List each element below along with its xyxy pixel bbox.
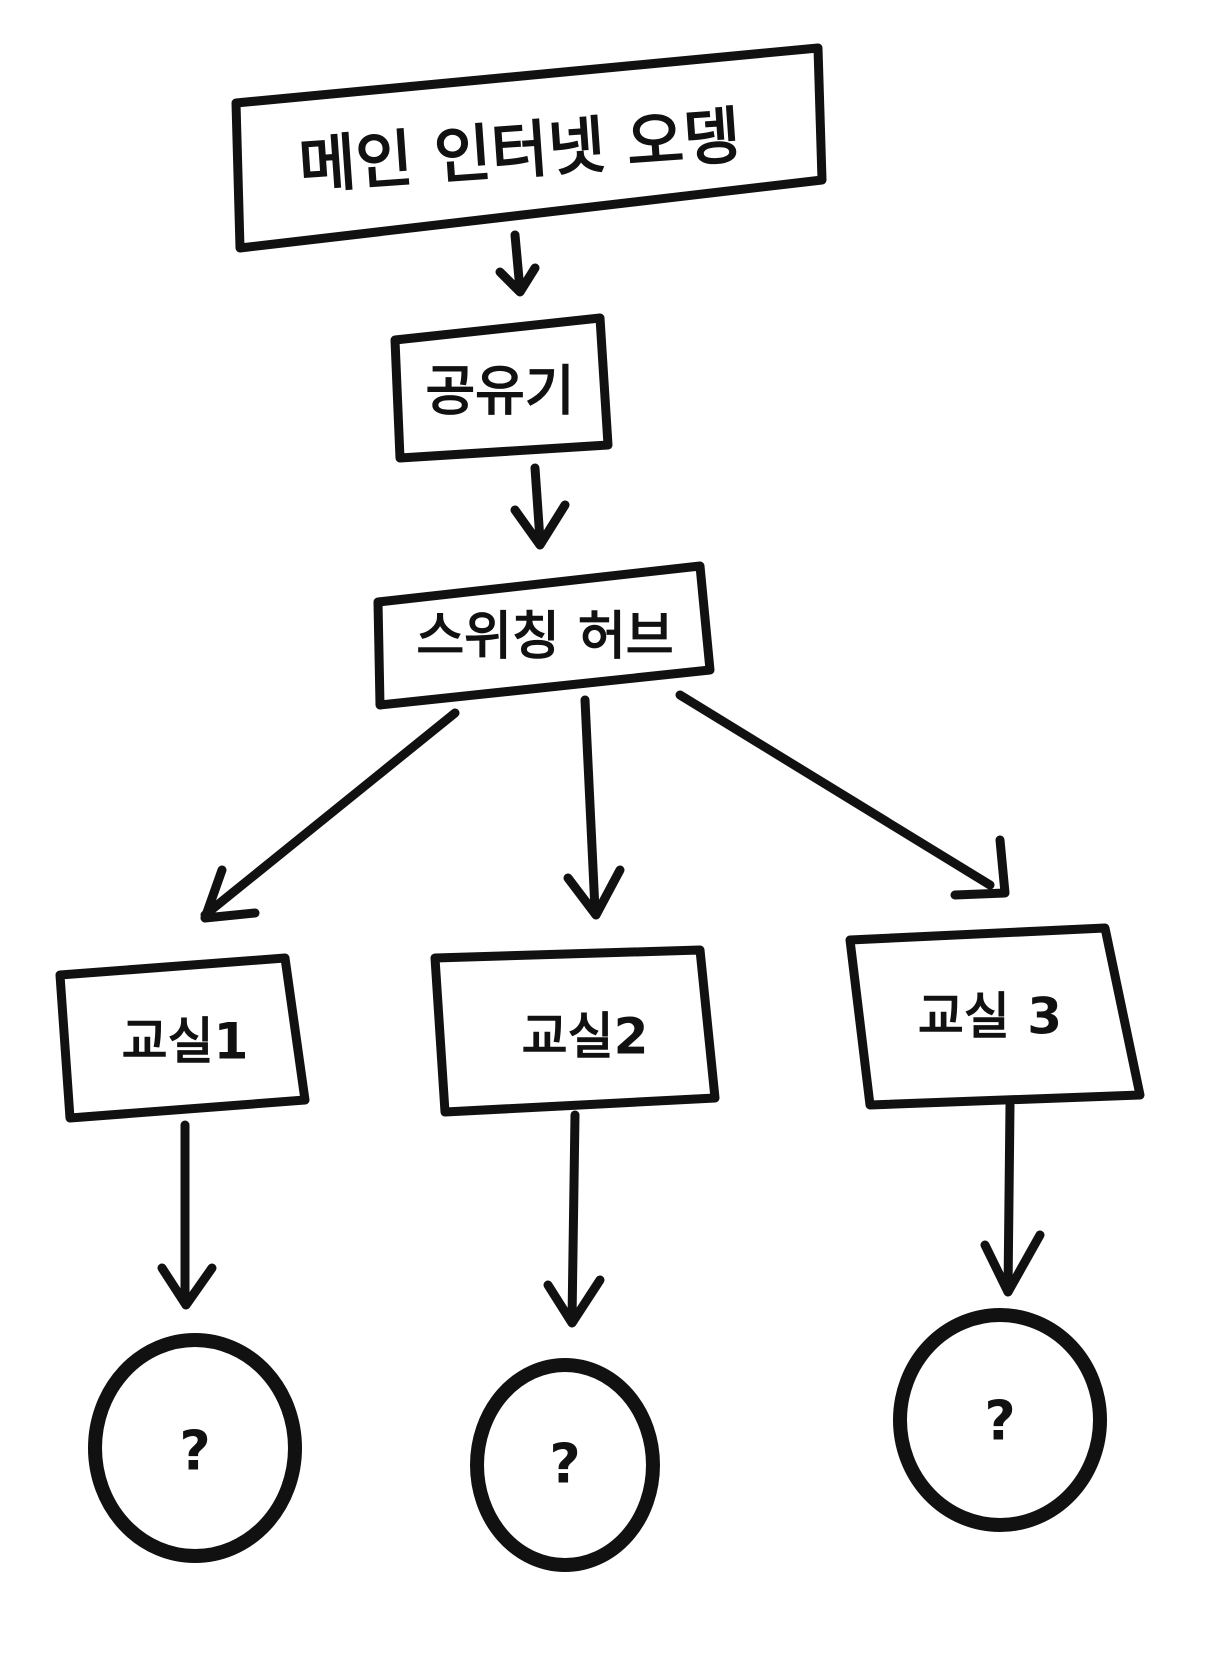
arrow-classroom1-unknown1	[157, 1120, 217, 1310]
classroom1-node: 교실1	[55, 953, 310, 1123]
unknown2-label: ?	[549, 1433, 580, 1496]
modem-label: 메인 인터넷 오뎅	[296, 99, 742, 203]
arrow-router-switch	[510, 463, 570, 550]
arrow-switch-classroom2	[563, 695, 625, 920]
classroom1-label: 교실1	[122, 1013, 249, 1071]
unknown3-label: ?	[984, 1390, 1015, 1453]
router-node: 공유기	[390, 313, 613, 463]
arrow-modem-router	[495, 230, 540, 297]
arrow-classroom2-unknown2	[543, 1110, 605, 1328]
arrow-classroom3-unknown3	[980, 1100, 1045, 1297]
modem-node: 메인 인터넷 오뎅	[231, 43, 827, 253]
arrow-switch-classroom3	[675, 690, 1010, 900]
unknown2-node: ?	[470, 1358, 660, 1572]
unknown3-node: ?	[893, 1308, 1107, 1532]
arrow-switch-classroom1	[200, 708, 460, 923]
classroom2-node: 교실2	[430, 945, 720, 1117]
classroom3-node: 교실 3	[845, 923, 1145, 1110]
router-label: 공유기	[425, 360, 574, 423]
classroom2-label: 교실2	[522, 1008, 649, 1066]
unknown1-node: ?	[88, 1333, 302, 1563]
switch-label: 스위칭 허브	[416, 607, 673, 667]
classroom3-label: 교실 3	[918, 988, 1062, 1046]
switch-node: 스위칭 허브	[373, 561, 715, 710]
unknown1-label: ?	[179, 1420, 210, 1483]
